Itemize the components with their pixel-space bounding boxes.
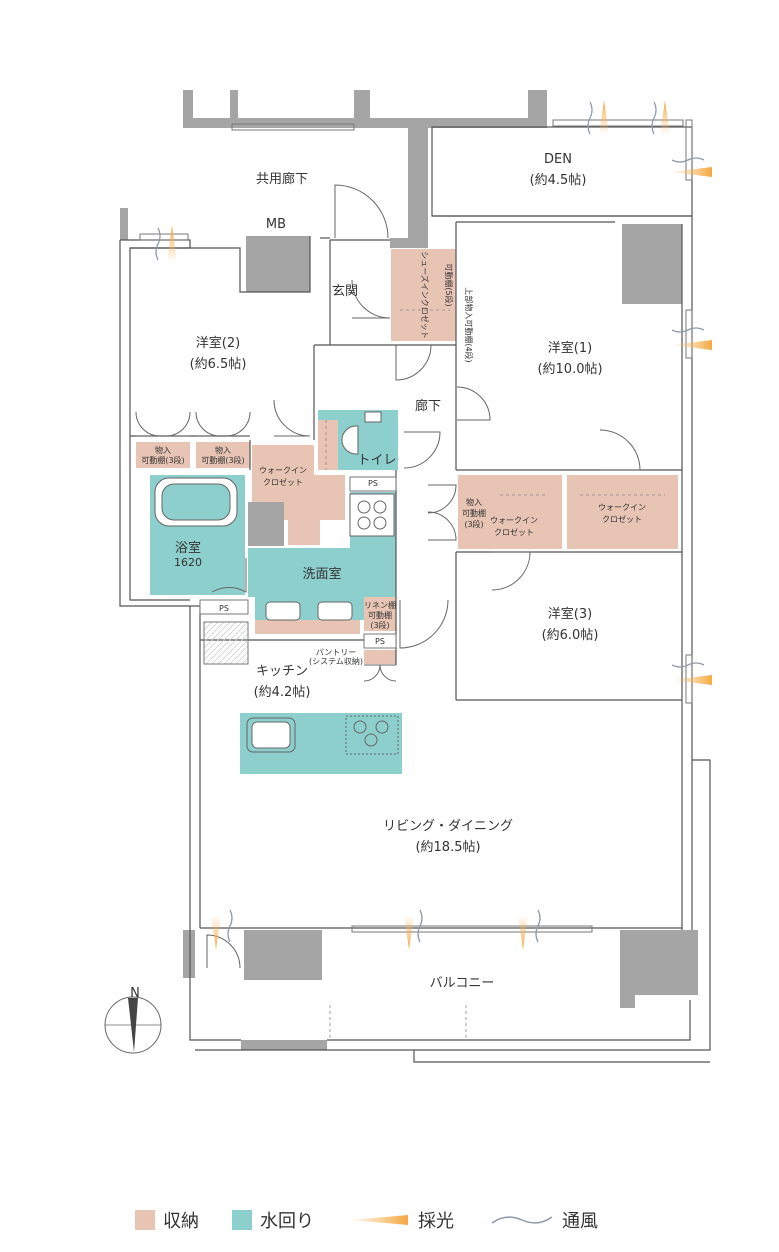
pantry-line2: (システム収納) xyxy=(309,656,363,666)
walkin-right-line2: クロゼット xyxy=(602,514,642,524)
room-labels: 共用廊下 MB DEN (約4.5帖) 玄関 シューズインクロゼット 可動棚(5… xyxy=(141,152,646,991)
washroom-label: 洗面室 xyxy=(302,566,341,582)
storage-swatch xyxy=(135,1210,155,1230)
living-label: リビング・ダイニング xyxy=(383,819,513,834)
toilet-label: トイレ xyxy=(357,453,396,468)
storage-c-line1: 物入 xyxy=(466,497,482,507)
legend-water-label: 水回り xyxy=(260,1211,314,1232)
north-compass: N xyxy=(104,986,162,1054)
legend-light: 採光 xyxy=(350,1205,454,1235)
room1-label: 洋室(1) xyxy=(548,340,592,356)
walkin-left-line2: クロゼット xyxy=(263,477,303,487)
legend-light-label: 採光 xyxy=(418,1211,454,1232)
kitchen-island xyxy=(246,715,399,755)
room3-size: (約6.0帖) xyxy=(542,628,599,643)
linen-line3: (3段) xyxy=(370,620,389,630)
bath-size: 1620 xyxy=(174,556,202,569)
room3-label: 洋室(3) xyxy=(548,606,592,622)
storage-a-line1: 物入 xyxy=(155,445,171,455)
bath-label: 浴室 xyxy=(175,540,201,556)
ps-label-2: PS xyxy=(219,604,229,613)
storage-b-line2: 可動棚(3段) xyxy=(201,455,244,465)
structural-walls xyxy=(120,90,698,1050)
shoe-note-label: 上部物入可動棚(4段) xyxy=(464,287,474,362)
room2-label: 洋室(2) xyxy=(196,335,240,351)
water-swatch xyxy=(232,1210,252,1230)
legend-wind: 通風 xyxy=(490,1205,598,1235)
storage-areas xyxy=(136,249,678,664)
walkin-right-line1: ウォークイン xyxy=(598,503,646,512)
doors xyxy=(135,184,641,969)
legend-water: 水回り xyxy=(232,1205,314,1235)
shoe-shelf-label: 可動棚(5段) xyxy=(444,263,454,306)
light-icon xyxy=(350,1215,408,1225)
entrance-label: 玄関 xyxy=(332,284,358,299)
balcony-label: バルコニー xyxy=(430,976,495,991)
bathtub xyxy=(154,477,238,527)
walkin-mid-line2: クロゼット xyxy=(494,527,534,537)
shoe-closet-label: シューズインクロゼット xyxy=(420,251,430,339)
wind-markers xyxy=(155,101,705,943)
room2-size: (約6.5帖) xyxy=(190,357,247,372)
corridor-common-label: 共用廊下 xyxy=(256,171,308,187)
legend-storage: 収納 xyxy=(135,1205,199,1235)
storage-a-line2: 可動棚(3段) xyxy=(141,455,184,465)
ps-label-3: PS xyxy=(375,637,385,646)
windows xyxy=(139,119,693,933)
storage-c-line3: (3段) xyxy=(464,519,483,529)
walkin-mid-line1: ウォークイン xyxy=(490,516,538,525)
hallway-label: 廊下 xyxy=(415,398,441,414)
linen-line1: リネン棚 xyxy=(364,600,396,610)
living-size: (約18.5帖) xyxy=(415,840,480,855)
north-label: N xyxy=(130,986,140,1001)
mb-label: MB xyxy=(266,217,286,232)
dashed-lines xyxy=(325,309,665,1040)
ps-label-1: PS xyxy=(368,479,378,488)
light-markers xyxy=(167,100,712,950)
kitchen-label: キッチン xyxy=(256,664,308,679)
den-size: (約4.5帖) xyxy=(530,173,587,188)
toilet-fixture xyxy=(341,411,382,455)
legend: 収納 水回り 採光 通風 xyxy=(130,1205,690,1235)
kitchen-size: (約4.2帖) xyxy=(254,685,311,700)
wind-icon xyxy=(491,1216,553,1224)
storage-b-line1: 物入 xyxy=(215,445,231,455)
storage-c-line2: 可動棚 xyxy=(462,508,486,518)
den-label: DEN xyxy=(544,152,572,167)
ps-boxes xyxy=(199,476,397,665)
legend-wind-label: 通風 xyxy=(562,1211,598,1232)
wash-fixtures xyxy=(265,493,395,621)
linen-line2: 可動棚 xyxy=(368,610,392,620)
room1-size: (約10.0帖) xyxy=(537,362,602,377)
legend-storage-label: 収納 xyxy=(163,1211,199,1232)
pantry-line1: パントリー xyxy=(316,648,356,657)
walkin-left-line1: ウォークイン xyxy=(259,466,307,475)
